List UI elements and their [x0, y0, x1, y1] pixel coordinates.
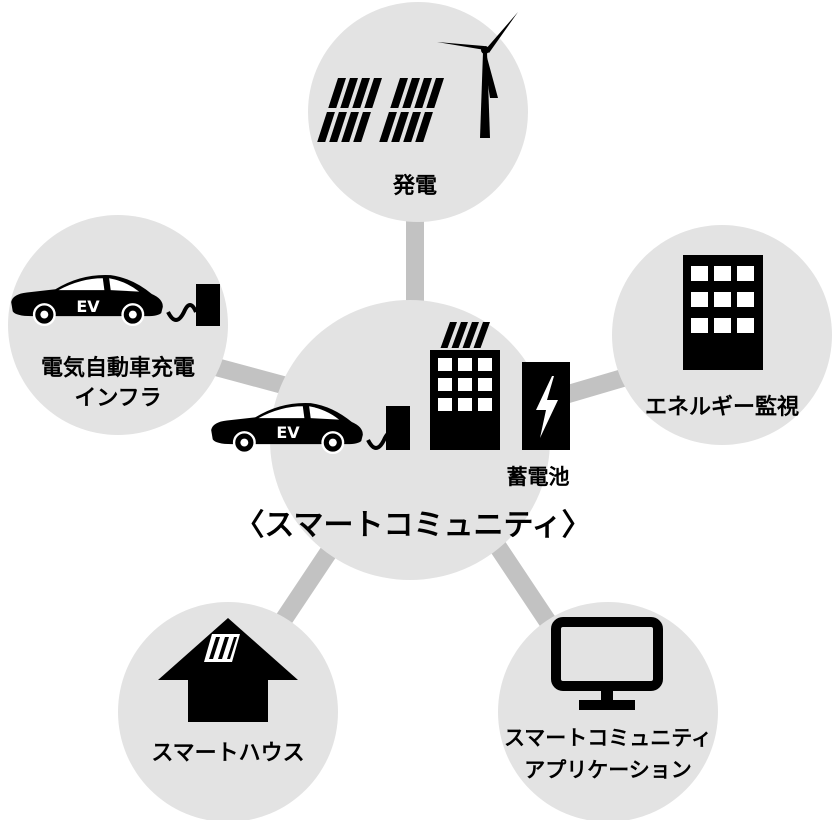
- node-energy-monitoring-label: エネルギー監視: [645, 395, 799, 420]
- node-app-label-line2: アプリケーション: [524, 758, 692, 782]
- center-building-solar-icon: [430, 322, 500, 450]
- node-ev-infra-circle: [8, 215, 228, 435]
- monitor-icon: [551, 617, 663, 710]
- battery-icon: [522, 362, 570, 450]
- node-smart-house-label: スマートハウス: [151, 741, 304, 766]
- node-app-label-line1: スマートコミュニティ: [504, 726, 712, 750]
- node-ev-infra-label-line1: 電気自動車充電: [41, 355, 195, 381]
- solar-panel-wind-turbine-icon: [317, 12, 518, 142]
- house-solar-icon: [158, 618, 298, 722]
- center-ev-badge: EV: [276, 423, 300, 442]
- node-app-circle: [498, 602, 718, 820]
- battery-label: 蓄電池: [507, 465, 570, 489]
- building-icon: [683, 255, 763, 370]
- wind-turbine-icon: [437, 12, 518, 138]
- ev-infra-ev-badge: EV: [76, 297, 100, 316]
- center-ev-charging-icon: EV: [209, 401, 410, 454]
- solar-panel-icon: [317, 78, 444, 142]
- node-generation-label: 発電: [392, 174, 437, 199]
- center-title: 〈スマートコミュニティ〉: [234, 508, 591, 543]
- node-ev-infra-label-line2: インフラ: [74, 386, 161, 411]
- ev-charging-icon: EV: [9, 273, 220, 326]
